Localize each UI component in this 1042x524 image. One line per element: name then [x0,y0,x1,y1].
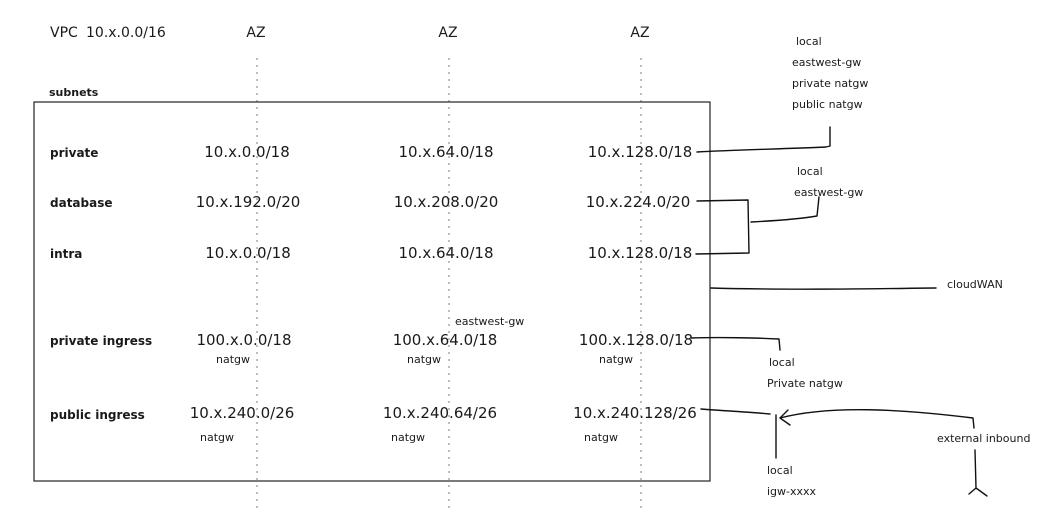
external-inbound-note: external inbound [937,432,1030,445]
eastwest-gw-note: eastwest-gw [455,315,524,328]
route-cloudwan-note: cloudWAN [947,278,1003,291]
route-database-intra: local eastwest-gw [695,165,863,255]
az-headers: AZ AZ AZ [246,25,649,41]
subnet-row-private: private 10.x.0.0/18 10.x.64.0/18 10.x.12… [50,143,692,161]
az-separators [256,58,642,508]
cidr-intra-az2: 10.x.64.0/18 [398,244,493,262]
route-private-note-4: public natgw [792,98,863,111]
row-label-public-ingress: public ingress [50,408,145,422]
cidr-database-az2: 10.x.208.0/20 [394,193,499,211]
cidr-private-az2: 10.x.64.0/18 [398,143,493,161]
route-public-ingress-note-2: igw-xxxx [767,485,817,498]
route-private-note-3: private natgw [792,77,868,90]
route-private-note-2: eastwest-gw [792,56,861,69]
route-private-connector [696,126,831,153]
vpc-label: VPC [50,25,78,41]
external-inbound-arrow [968,449,988,497]
route-private-ingress-connector [690,336,781,351]
cidr-database-az3: 10.x.224.0/20 [586,193,691,211]
cidr-private-ingress-az1: 100.x.0.0/18 [196,331,291,349]
subnets-label: subnets [49,86,99,99]
vpc-header: VPC 10.x.0.0/16 [50,25,166,41]
route-cloudwan: cloudWAN [710,278,1003,291]
subnet-row-database: database 10.x.192.0/20 10.x.208.0/20 10.… [50,193,690,211]
cidr-private-ingress-az2: 100.x.64.0/18 [393,331,498,349]
natgw-public-ingress-az2: natgw [391,431,425,444]
natgw-public-ingress-az3: natgw [584,431,618,444]
route-public-ingress-line [700,408,771,415]
natgw-public-ingress-az1: natgw [200,431,234,444]
cidr-public-ingress-az3: 10.x.240.128/26 [573,404,697,422]
row-label-private: private [50,146,98,160]
cidr-private-az1: 10.x.0.0/18 [204,143,290,161]
cidr-public-ingress-az1: 10.x.240.0/26 [190,404,295,422]
cidr-public-ingress-az2: 10.x.240.64/26 [383,404,497,422]
subnet-row-public-ingress: public ingress 10.x.240.0/26 10.x.240.64… [50,404,697,444]
route-database-intra-bracket [695,199,750,255]
cidr-intra-az3: 10.x.128.0/18 [588,244,693,262]
subnet-row-private-ingress: private ingress 100.x.0.0/18 100.x.64.0/… [50,331,693,366]
subnets-box [33,101,711,482]
route-cloudwan-line [710,287,937,290]
cidr-private-ingress-az3: 100.x.128.0/18 [579,331,693,349]
route-database-intra-connector [750,196,820,223]
route-database-intra-note-2: eastwest-gw [794,186,863,199]
route-public-ingress: local igw-xxxx external inbound [700,408,1030,498]
route-private: local eastwest-gw private natgw public n… [696,35,868,153]
az-header-3: AZ [630,25,649,41]
route-external-line [779,409,975,429]
cidr-intra-az1: 10.x.0.0/18 [205,244,291,262]
az-header-1: AZ [246,25,265,41]
natgw-private-ingress-az2: natgw [407,353,441,366]
route-private-ingress: local Private natgw [690,336,843,390]
vpc-cidr: 10.x.0.0/16 [86,25,166,41]
route-external-arrowhead [779,409,791,426]
cidr-database-az1: 10.x.192.0/20 [196,193,301,211]
route-private-note-1: local [796,35,822,48]
natgw-private-ingress-az3: natgw [599,353,633,366]
row-label-database: database [50,196,113,210]
route-private-ingress-note-1: local [769,356,795,369]
route-private-ingress-note-2: Private natgw [767,377,843,390]
route-public-ingress-note-1: local [767,464,793,477]
subnet-row-intra: intra 10.x.0.0/18 10.x.64.0/18 10.x.128.… [50,244,692,262]
cidr-private-az3: 10.x.128.0/18 [588,143,693,161]
natgw-private-ingress-az1: natgw [216,353,250,366]
row-label-intra: intra [50,247,82,261]
route-database-intra-note-1: local [797,165,823,178]
row-label-private-ingress: private ingress [50,334,152,348]
az-header-2: AZ [438,25,457,41]
